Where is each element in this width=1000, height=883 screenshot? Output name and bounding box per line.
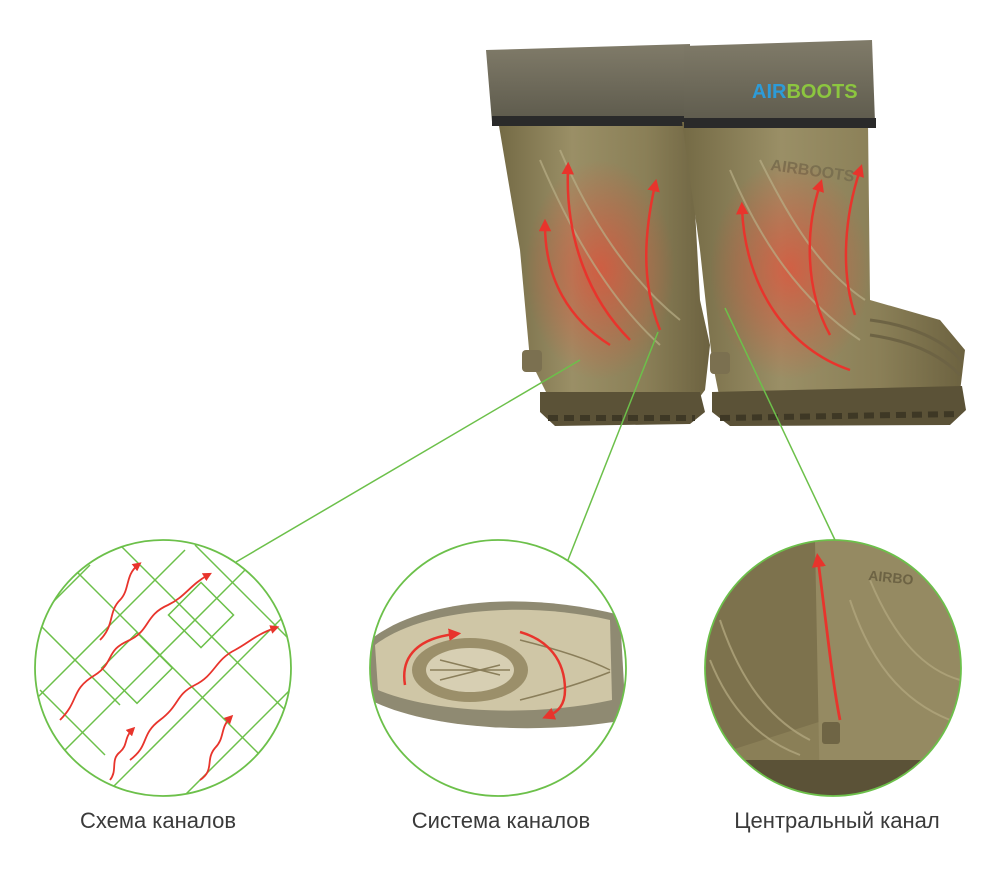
flow-arrow-icon xyxy=(129,625,280,761)
flow-arrow-icon xyxy=(519,630,567,720)
flow-arrow-icon xyxy=(561,161,631,341)
airboots-logo: AIRBOOTS xyxy=(752,81,858,103)
caption-channel-system: Система каналов xyxy=(411,808,591,833)
callout-lines xyxy=(235,307,836,563)
flow-arrow-icon xyxy=(402,628,462,686)
channel-scheme-circle xyxy=(34,539,292,797)
channel-system-circle xyxy=(369,539,627,797)
callout-line-system xyxy=(567,331,659,561)
embossed-brand-text-zoom: AIRBO xyxy=(868,567,915,588)
caption-central-channel: Центральный канал xyxy=(734,808,940,833)
flow-arrow-icon xyxy=(109,726,136,781)
callout-line-scheme xyxy=(235,359,581,563)
central-channel-circle: AIRBO xyxy=(704,539,962,797)
right-boot: AIRBOOTS AIRBOOTS xyxy=(682,40,966,426)
callout-line-central xyxy=(724,307,836,541)
left-boot xyxy=(486,44,710,426)
flow-arrow-icon xyxy=(808,179,832,336)
flow-arrow-icon xyxy=(844,164,864,316)
boots-photo: AIRBOOTS AIRBOOTS xyxy=(486,40,966,426)
caption-channel-scheme: Схема каналов xyxy=(79,808,237,833)
flow-arrow-icon xyxy=(811,553,842,721)
right-boot-cuff xyxy=(684,40,875,126)
flow-arrow-icon xyxy=(538,218,611,347)
flow-arrow-icon xyxy=(735,201,851,372)
left-boot-cuff xyxy=(486,44,690,122)
flow-arrow-icon xyxy=(645,178,662,331)
flow-arrow-icon xyxy=(99,562,142,641)
flow-arrow-icon xyxy=(59,572,212,721)
flow-arrow-icon xyxy=(199,714,234,781)
